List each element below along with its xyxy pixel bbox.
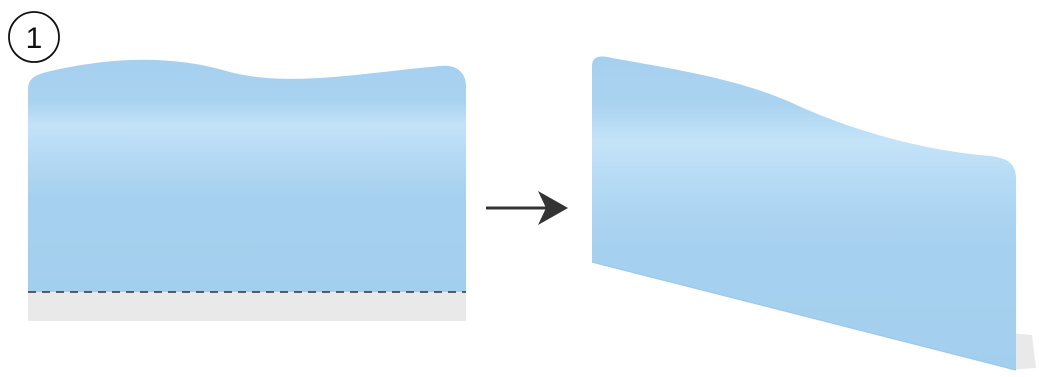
step-circle [8,11,60,63]
step-number: 1 [26,22,43,55]
standing-panel [592,56,1016,371]
flat-panel [28,59,466,292]
standing-panel-base-edge [591,261,1017,371]
standing-panel-group [591,56,1036,371]
right-arrow-icon [486,191,568,225]
ground-strip [28,292,466,321]
standing-panel-shadow [1010,333,1036,370]
step-number-badge: 1 [8,11,60,63]
flat-panel-group [28,59,466,321]
